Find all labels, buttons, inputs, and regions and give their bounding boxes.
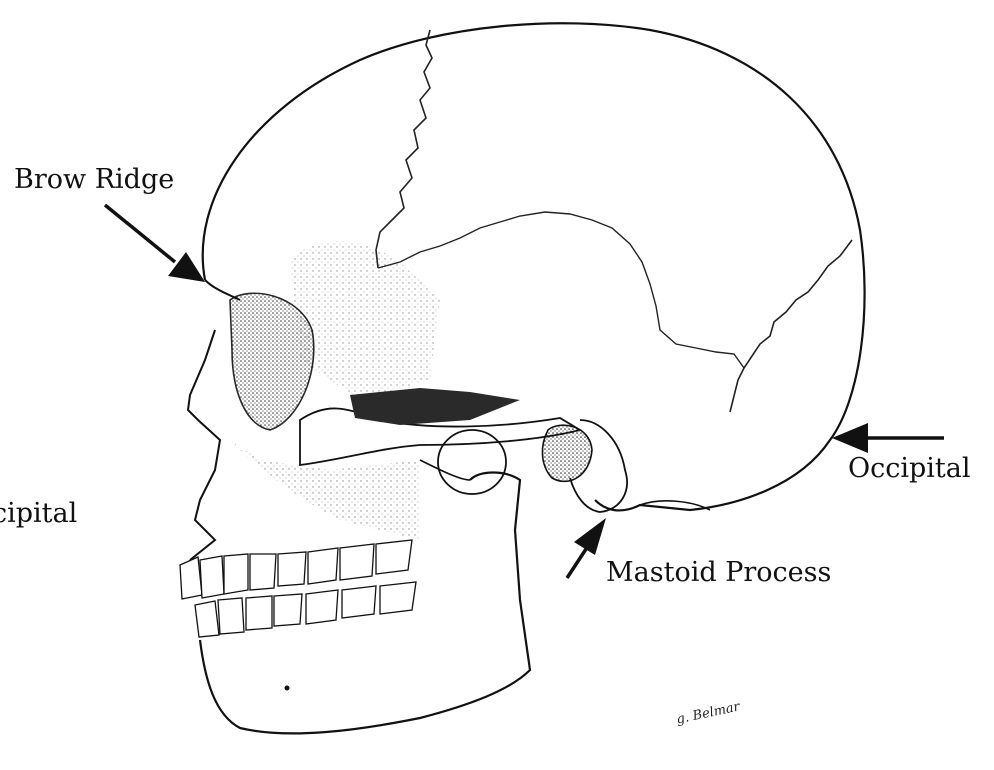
coronal-suture — [376, 30, 432, 268]
ramus — [420, 460, 470, 480]
nasal-profile — [188, 330, 220, 560]
brow-ridge-arrow — [105, 205, 205, 282]
lambdoid-suture — [730, 240, 852, 412]
temporal-fossa — [350, 388, 520, 425]
occipital-arrow — [832, 423, 944, 453]
mental-foramen — [285, 686, 290, 691]
brow-ridge-label: Brow Ridge — [14, 166, 174, 193]
external-auditory-meatus — [542, 425, 592, 481]
mastoid-process-arrow — [567, 518, 606, 578]
temporal-shading — [290, 241, 440, 400]
upper-teeth — [180, 540, 412, 599]
mastoid-process-label: Mastoid Process — [606, 559, 831, 586]
occipital-label-cropped: cipital — [0, 500, 77, 527]
brow-ridge-line — [205, 280, 240, 300]
occipital-label: Occipital — [848, 455, 971, 482]
orbit — [230, 293, 314, 430]
